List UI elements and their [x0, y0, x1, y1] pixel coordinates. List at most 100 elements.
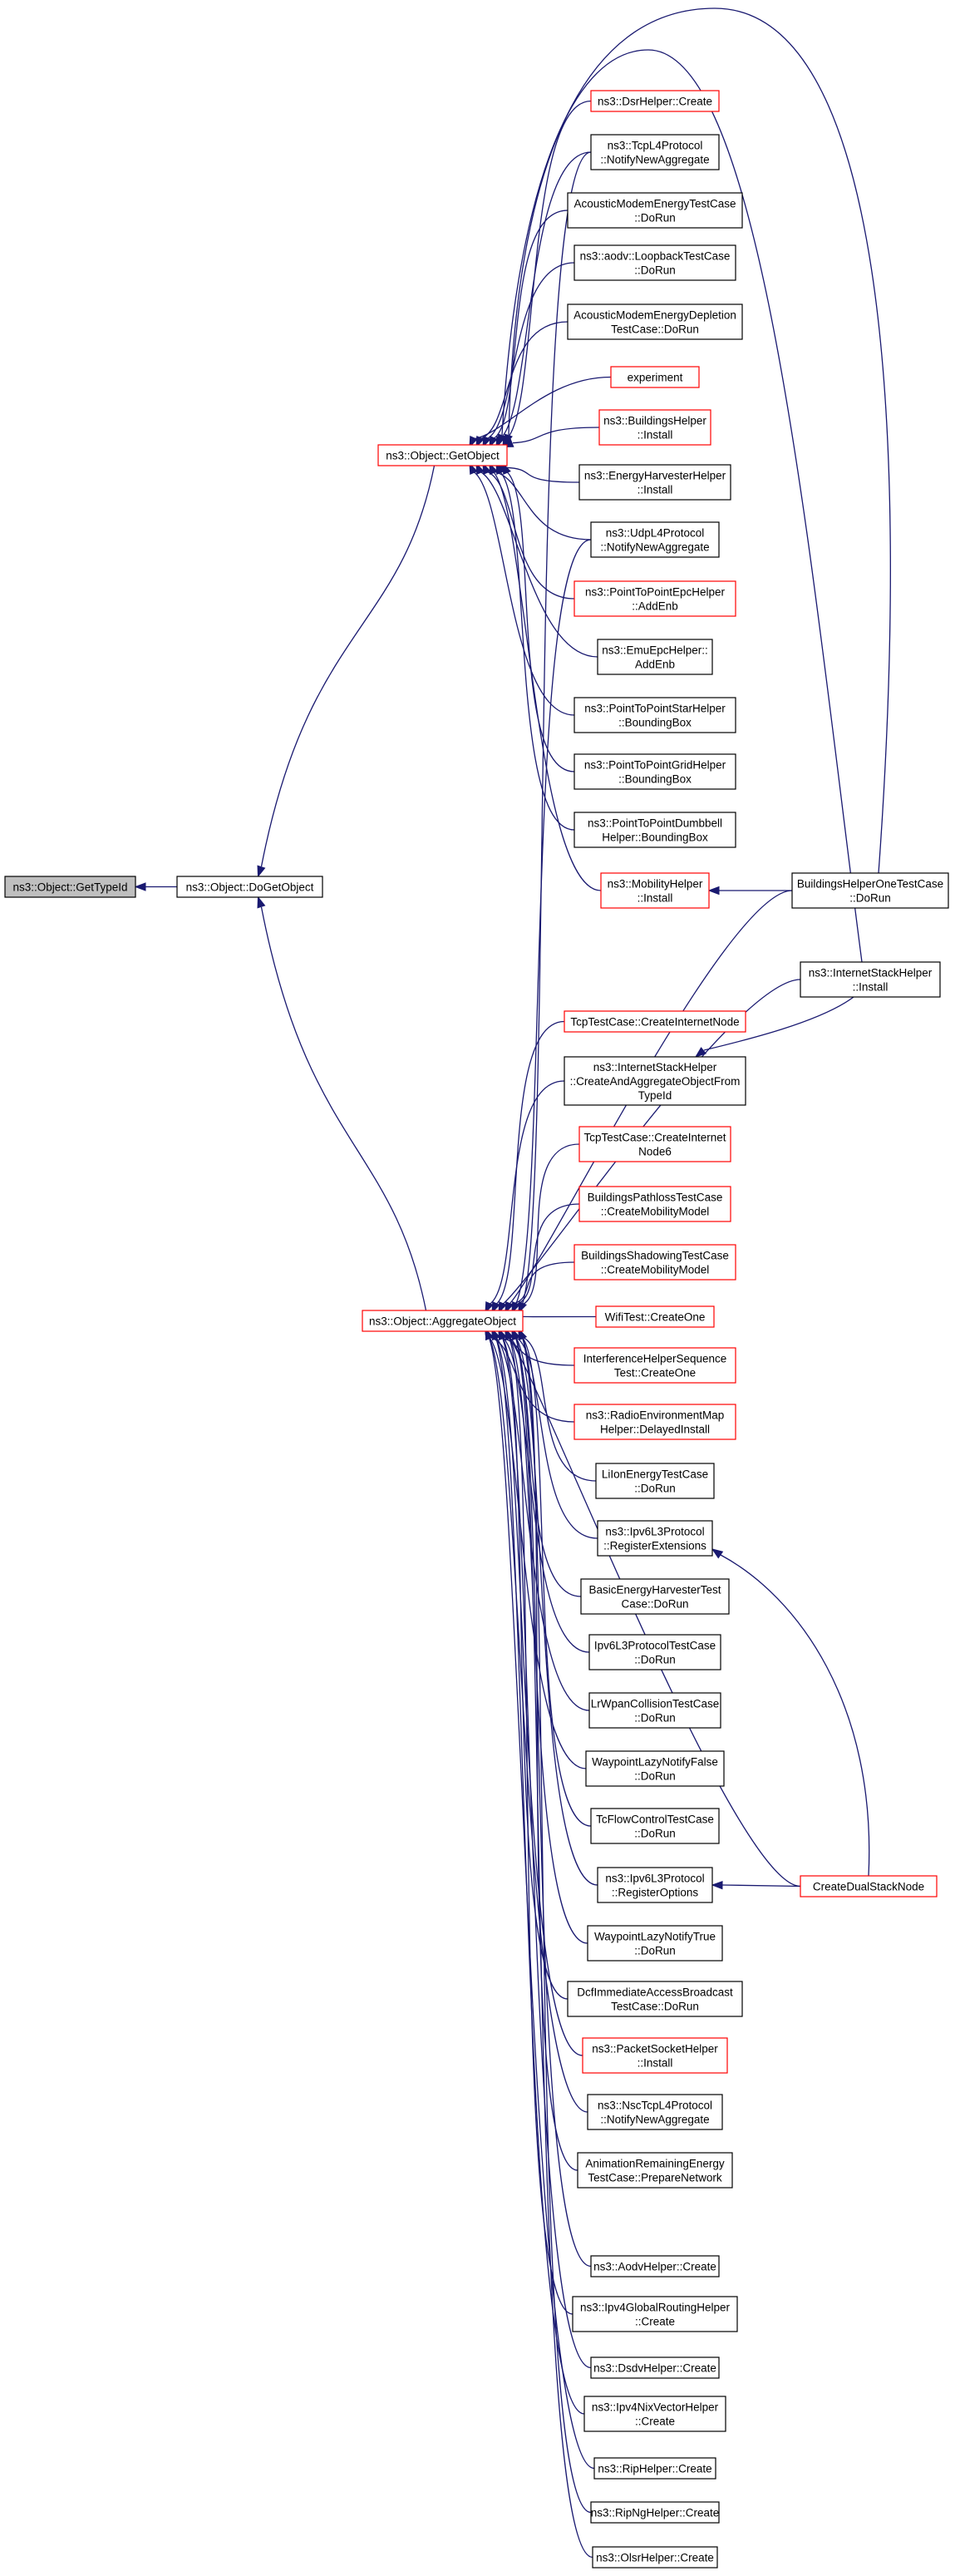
node-nsctcp[interactable]: ns3::NscTcpL4Protocol::NotifyNewAggregat… [587, 2094, 723, 2130]
node-ipv4nix[interactable]: ns3::Ipv4NixVectorHelper::Create [583, 2396, 726, 2432]
node-box [377, 444, 508, 466]
node-aggregateobject[interactable]: ns3::Object::AggregateObject [362, 1310, 524, 1332]
node-acousticenergy[interactable]: AcousticModemEnergyTestCase::DoRun [567, 192, 743, 229]
edge-createandaggregate-to-aggregateobject [488, 1080, 565, 1305]
edge-tcflow-to-aggregateobject [521, 1336, 592, 1827]
edge-ripnghelper-to-aggregateobject [521, 1336, 592, 2514]
node-label: TestCase::DoRun [611, 323, 699, 336]
node-ipv4global[interactable]: ns3::Ipv4GlobalRoutingHelper::Create [572, 2296, 738, 2332]
node-label: TestCase::DoRun [611, 2001, 699, 2013]
node-label: TcpTestCase::CreateInternetNode [570, 1016, 739, 1029]
node-tcpl4[interactable]: ns3::TcpL4Protocol::NotifyNewAggregate [590, 134, 720, 170]
node-radioenv[interactable]: ns3::RadioEnvironmentMapHelper::DelayedI… [573, 1404, 736, 1440]
node-olsrhelper[interactable]: ns3::OlsrHelper::Create [592, 2546, 718, 2569]
edge-p2pdumbbell-to-getobject-arrowhead [495, 462, 505, 476]
node-box [582, 2037, 728, 2074]
node-label: AnimationRemainingEnergy [585, 2158, 725, 2170]
node-experiment[interactable]: experiment [610, 366, 700, 388]
node-emuepc[interactable]: ns3::EmuEpcHelper::AddEnb [597, 639, 713, 675]
node-lilon[interactable]: LiIonEnergyTestCase::DoRun [595, 1463, 715, 1499]
node-box [564, 1056, 746, 1106]
node-ripnghelper[interactable]: ns3::RipNgHelper::Create [590, 2501, 720, 2524]
node-internetstackinstall[interactable]: ns3::InternetStackHelper::Install [800, 961, 941, 998]
node-waypointtrue[interactable]: WaypointLazyNotifyTrue::DoRun [587, 1925, 723, 1962]
node-label: ::Create [635, 2416, 675, 2428]
node-box [573, 580, 736, 617]
node-p2pepc[interactable]: ns3::PointToPointEpcHelper::AddEnb [573, 580, 736, 617]
node-box [597, 1867, 713, 1903]
edge-buildingshelper-to-getobject [512, 427, 600, 444]
node-getobject[interactable]: ns3::Object::GetObject [377, 444, 508, 466]
node-lrwpan[interactable]: LrWpanCollisionTestCase::DoRun [588, 1692, 721, 1729]
edge-internetstackinstall-to-createandaggregate-arrowhead [694, 1047, 707, 1058]
edge-dogetobject-to-gettypeid-arrowhead [134, 882, 146, 891]
node-dsdvhelper[interactable]: ns3::DsdvHelper::Create [590, 2356, 720, 2379]
node-buildingsonetest[interactable]: BuildingsHelperOneTestCase::DoRun [791, 872, 949, 909]
node-gettypeid[interactable]: ns3::Object::GetTypeId [4, 876, 136, 898]
node-buildingsshadowing[interactable]: BuildingsShadowingTestCase::CreateMobili… [573, 1244, 736, 1281]
node-box [597, 1520, 713, 1557]
node-p2pstar[interactable]: ns3::PointToPointStarHelper::BoundingBox [573, 697, 736, 733]
node-label: ns3::OlsrHelper::Create [596, 2552, 714, 2564]
node-box [585, 1750, 725, 1787]
node-label: ns3::PointToPointDumbbell [588, 817, 722, 830]
node-label: ns3::PointToPointStarHelper [584, 703, 726, 715]
edge-buildingsshadowing-to-aggregateobject [509, 1261, 575, 1305]
node-label: TypeId [638, 1089, 672, 1102]
node-energyharvester[interactable]: ns3::EnergyHarvesterHelper::Install [578, 464, 731, 501]
edge-aodvhelper-to-aggregateobject [514, 1336, 592, 2268]
node-mobilityhelper[interactable]: ns3::MobilityHelper::Install [600, 872, 710, 909]
node-p2pdumbbell[interactable]: ns3::PointToPointDumbbellHelper::Boundin… [573, 812, 736, 848]
node-ipv6registeropt[interactable]: ns3::Ipv6L3Protocol::RegisterOptions [597, 1867, 713, 1903]
edge-ipv4nix-to-aggregateobject [495, 1336, 585, 2415]
edge-buildingspathloss-to-aggregateobject [515, 1203, 580, 1305]
edge-ripnghelper-to-aggregateobject-arrowhead [518, 1328, 527, 1341]
node-buildingshelper[interactable]: ns3::BuildingsHelper::Install [598, 409, 711, 446]
node-aodvloopback[interactable]: ns3::aodv::LoopbackTestCase::DoRun [573, 244, 736, 281]
node-dsrhelper[interactable]: ns3::DsrHelper::Create [590, 90, 720, 112]
node-p2pgrid[interactable]: ns3::PointToPointGridHelper::BoundingBox [573, 753, 736, 790]
node-box [595, 1463, 715, 1499]
node-dcfimmediate[interactable]: DcfImmediateAccessBroadcastTestCase::DoR… [567, 1981, 743, 2017]
edge-p2pepc-to-getobject [485, 471, 575, 600]
node-ipv6l3test[interactable]: Ipv6L3ProtocolTestCase::DoRun [588, 1634, 721, 1670]
edge-internetstackinstall-to-createandaggregate [703, 996, 854, 1051]
node-box [600, 872, 710, 909]
node-label: AddEnb [635, 659, 675, 671]
node-label: ::CreateAndAggregateObjectFrom [570, 1075, 741, 1088]
node-waypointfalse[interactable]: WaypointLazyNotifyFalse::DoRun [585, 1750, 725, 1787]
node-tcpcreatenode[interactable]: TcpTestCase::CreateInternetNode [564, 1010, 746, 1033]
node-ipv6registerext[interactable]: ns3::Ipv6L3Protocol::RegisterExtensions [597, 1520, 713, 1557]
node-createdualstack[interactable]: CreateDualStackNode [800, 1875, 938, 1897]
node-box [800, 961, 941, 998]
edge-buildingsonetest-to-getobject-arrowhead [504, 433, 513, 447]
edge-aggregateobject-to-dogetobject-arrowhead [257, 896, 266, 909]
edge-mobilityhelper-to-getobject-arrowhead [489, 462, 498, 476]
node-label: ns3::InternetStackHelper [593, 1061, 717, 1073]
node-udpl4[interactable]: ns3::UdpL4Protocol::NotifyNewAggregate [590, 521, 720, 558]
node-label: ::DoRun [634, 212, 676, 225]
node-box [578, 1186, 731, 1222]
node-buildingspathloss[interactable]: BuildingsPathlossTestCase::CreateMobilit… [578, 1186, 731, 1222]
edge-energyharvester-to-getobject [505, 466, 580, 483]
node-tcflow[interactable]: TcFlowControlTestCase::DoRun [590, 1808, 720, 1844]
node-aodvhelper[interactable]: ns3::AodvHelper::Create [590, 2255, 720, 2277]
node-label: ::DoRun [634, 264, 676, 277]
node-dogetobject[interactable]: ns3::Object::DoGetObject [176, 876, 323, 898]
node-animation[interactable]: AnimationRemainingEnergyTestCase::Prepar… [577, 2152, 733, 2189]
node-label: ns3::DsrHelper::Create [598, 96, 712, 108]
edge-internetstackinstall-to-aggregateobject-arrowhead [498, 1300, 507, 1314]
node-box [578, 464, 731, 501]
node-acousticdepletion[interactable]: AcousticModemEnergyDepletionTestCase::Do… [567, 303, 743, 340]
node-createandaggregate[interactable]: ns3::InternetStackHelper::CreateAndAggre… [564, 1056, 746, 1106]
edge-dsdvhelper-to-aggregateobject [501, 1336, 592, 2369]
node-packetsocket[interactable]: ns3::PacketSocketHelper::Install [582, 2037, 728, 2074]
node-interference[interactable]: InterferenceHelperSequenceTest::CreateOn… [573, 1347, 736, 1384]
edge-p2pepc-to-getobject-arrowhead [482, 462, 491, 476]
node-wifitest[interactable]: WifiTest::CreateOne [595, 1305, 715, 1328]
node-riphelper[interactable]: ns3::RipHelper::Create [593, 2457, 716, 2480]
node-label: ns3::DsdvHelper::Create [593, 2362, 716, 2375]
node-label: LrWpanCollisionTestCase [591, 1698, 720, 1710]
